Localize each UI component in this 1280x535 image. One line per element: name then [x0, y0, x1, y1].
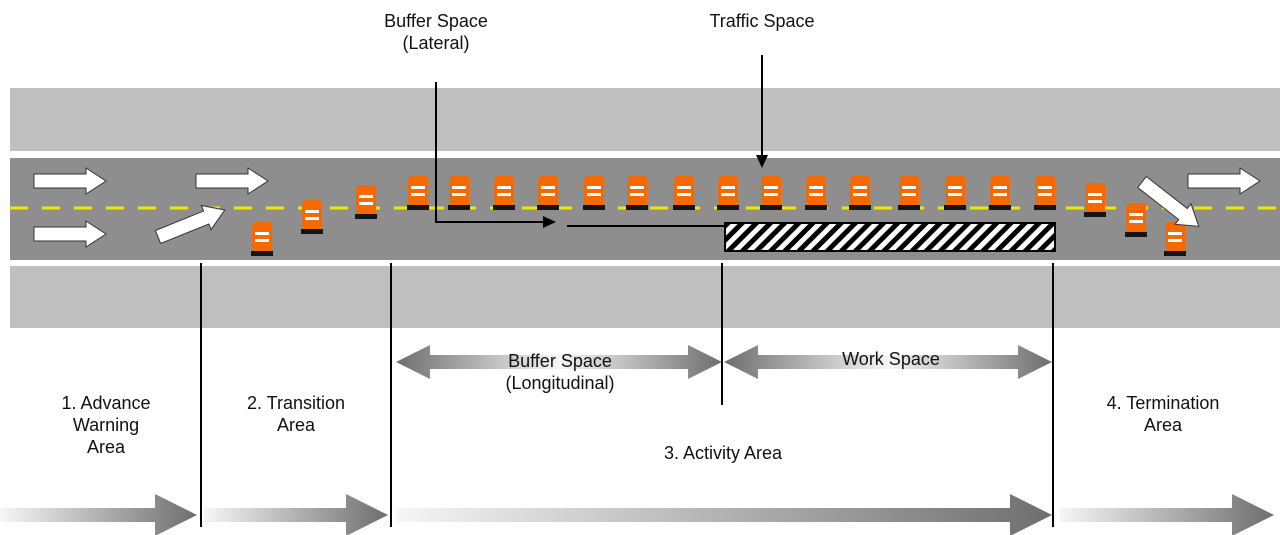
traffic-drum-icon [1034, 176, 1056, 210]
traffic-drum-icon [805, 176, 827, 210]
traffic-drum-icon [626, 176, 648, 210]
traffic-drum-icon [251, 222, 273, 256]
traffic-drum-icon [301, 200, 323, 234]
traffic-space-label: Traffic Space [709, 11, 815, 31]
transition-arrow [204, 494, 388, 535]
buffer-lateral-arrowhead [543, 216, 556, 228]
traffic-drum-icon [537, 176, 559, 210]
activity-arrow [396, 494, 1052, 535]
traffic-drum-icon [583, 176, 605, 210]
advance-warning-arrow [0, 494, 197, 535]
advance-warning-label: 1. Advance Warning Area [61, 393, 151, 457]
traffic-drum-icon [1125, 203, 1147, 237]
traffic-drum-icon [493, 176, 515, 210]
upper-shoulder [10, 88, 1280, 151]
drum-group [251, 176, 1186, 256]
traffic-drum-icon [717, 176, 739, 210]
white-traffic-arrow-icon [1136, 175, 1200, 227]
traffic-drum-icon [1084, 183, 1106, 217]
traffic-drum-icon [407, 176, 429, 210]
white-traffic-arrow-icon [1187, 167, 1261, 195]
termination-arrow [1060, 494, 1274, 535]
termination-label: 4. Termination Area [1106, 393, 1220, 435]
traffic-drum-icon [448, 176, 470, 210]
traffic-drum-icon [898, 176, 920, 210]
white-traffic-arrow-icon [154, 204, 226, 245]
work-area-hatch [724, 222, 1056, 252]
traffic-space-arrowhead [756, 155, 768, 168]
traffic-drum-icon [1164, 222, 1186, 256]
traffic-drum-icon [355, 185, 377, 219]
traffic-drum-icon [944, 176, 966, 210]
work-space-double-arrow [724, 345, 1052, 379]
white-traffic-arrow-icon [33, 220, 107, 248]
traffic-drum-icon [673, 176, 695, 210]
traffic-drum-icon [760, 176, 782, 210]
traffic-arrow-group [33, 167, 1261, 248]
work-space-label: Work Space [842, 349, 940, 369]
buffer-lateral-pointer [435, 82, 548, 223]
white-traffic-arrow-icon [33, 167, 107, 195]
activity-label: 3. Activity Area [663, 443, 783, 463]
transition-label: 2. Transition Area [246, 393, 346, 435]
buffer-lateral-label: Buffer Space (Lateral) [384, 11, 488, 53]
lower-shoulder [10, 266, 1280, 328]
traffic-drum-icon [849, 176, 871, 210]
buffer-longitudinal-label: Buffer Space (Longitudinal) [505, 351, 615, 393]
buffer-longitudinal-double-arrow [396, 345, 722, 379]
traffic-drum-icon [989, 176, 1011, 210]
white-traffic-arrow-icon [195, 167, 269, 195]
